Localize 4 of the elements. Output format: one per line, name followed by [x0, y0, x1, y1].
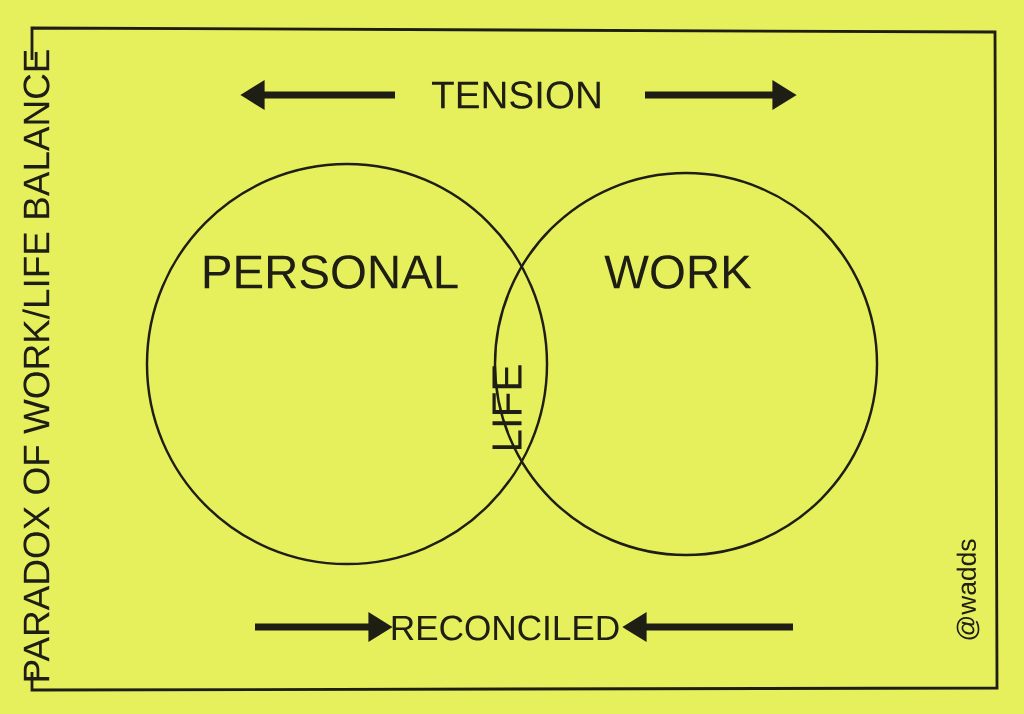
label-text: RECONCILED: [392, 615, 619, 641]
title: PARADOX OF WORK/LIFE BALANCE: [22, 50, 50, 681]
signature: @wadds: [956, 539, 980, 640]
label-text: TENSION: [432, 81, 600, 109]
